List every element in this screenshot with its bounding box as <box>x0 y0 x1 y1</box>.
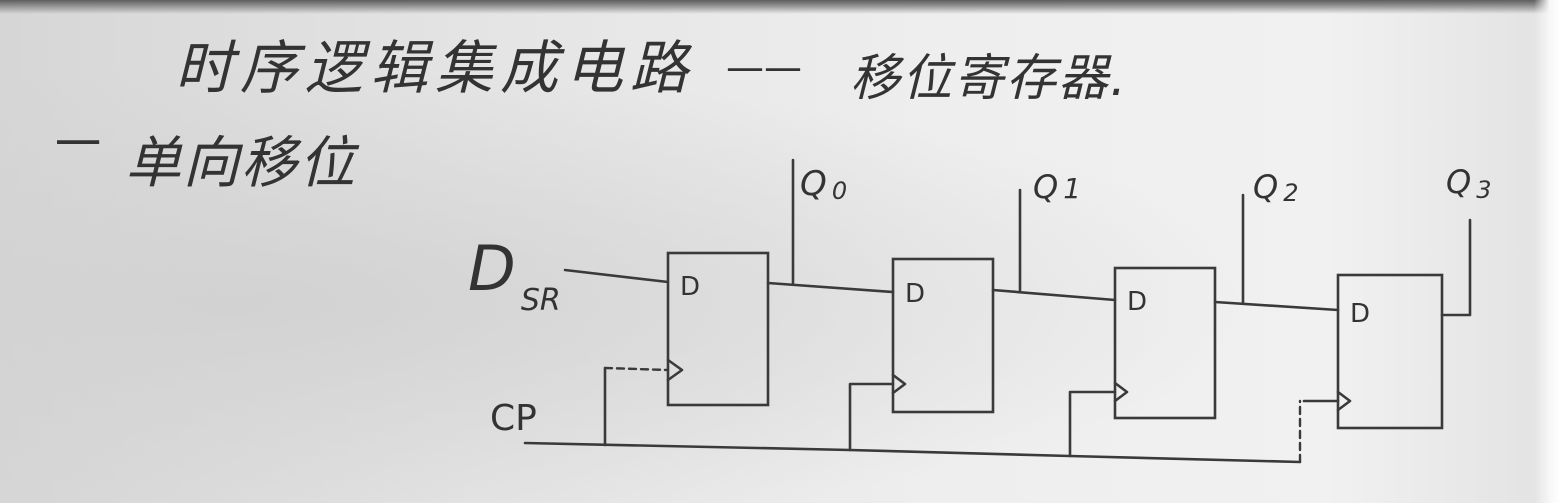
flip-flop-0 <box>666 251 770 407</box>
flip-flop-2-input-label: D <box>1127 287 1147 317</box>
q1-label: Q 1 <box>1033 168 1081 206</box>
q2-label: Q 2 <box>1253 168 1299 207</box>
flip-flop-1 <box>891 257 995 414</box>
serial-input-main: D <box>468 232 516 305</box>
whiteboard-edge <box>1534 0 1560 503</box>
clock-branch-1 <box>848 382 895 452</box>
flip-flop-1-input-label: D <box>905 279 925 309</box>
heading-title: 时序逻辑集成电路 <box>175 34 695 102</box>
q3-wire <box>1440 218 1472 317</box>
clock-branch-0-horizontal <box>603 366 670 372</box>
flip-flop-2 <box>1113 266 1217 420</box>
flip-flop-0-input-label: D <box>680 272 700 302</box>
q3-label-main: Q <box>1446 163 1471 201</box>
clock-branch-2 <box>1068 390 1117 458</box>
q0-wire <box>766 281 895 294</box>
section-marker: 一 <box>55 117 101 171</box>
q0-label-main: Q <box>800 164 827 204</box>
serial-input-label: D SR <box>468 232 561 318</box>
flip-flop-3-input-label: D <box>1350 299 1370 329</box>
flip-flop-3-clock-triangle <box>1336 390 1352 412</box>
serial-input-wire <box>563 268 670 284</box>
clock-label: CP <box>490 398 537 439</box>
section-title: 单向移位 <box>125 131 360 196</box>
q2-label-sub: 2 <box>1283 179 1298 207</box>
clock-bus <box>523 441 1302 464</box>
q2-label-main: Q <box>1253 168 1278 206</box>
serial-input-sub: SR <box>521 283 561 318</box>
q1-wire <box>991 288 1117 302</box>
flip-flop-3 <box>1336 273 1444 430</box>
q0-label: Q 0 <box>800 164 847 205</box>
heading-subject: 移位寄存器. <box>850 49 1128 107</box>
flip-flop-1-clock-triangle <box>891 373 907 395</box>
heading-dash: —— <box>726 45 802 89</box>
q3-label: Q 3 <box>1446 163 1492 204</box>
q2-wire <box>1213 300 1340 312</box>
flip-flop-2-clock-triangle <box>1113 381 1129 403</box>
q1-label-main: Q <box>1033 168 1058 206</box>
q0-label-sub: 0 <box>832 177 847 205</box>
q3-label-sub: 3 <box>1476 176 1491 204</box>
q1-label-sub: 1 <box>1063 172 1081 205</box>
flip-flop-0-clock-triangle <box>666 358 684 382</box>
